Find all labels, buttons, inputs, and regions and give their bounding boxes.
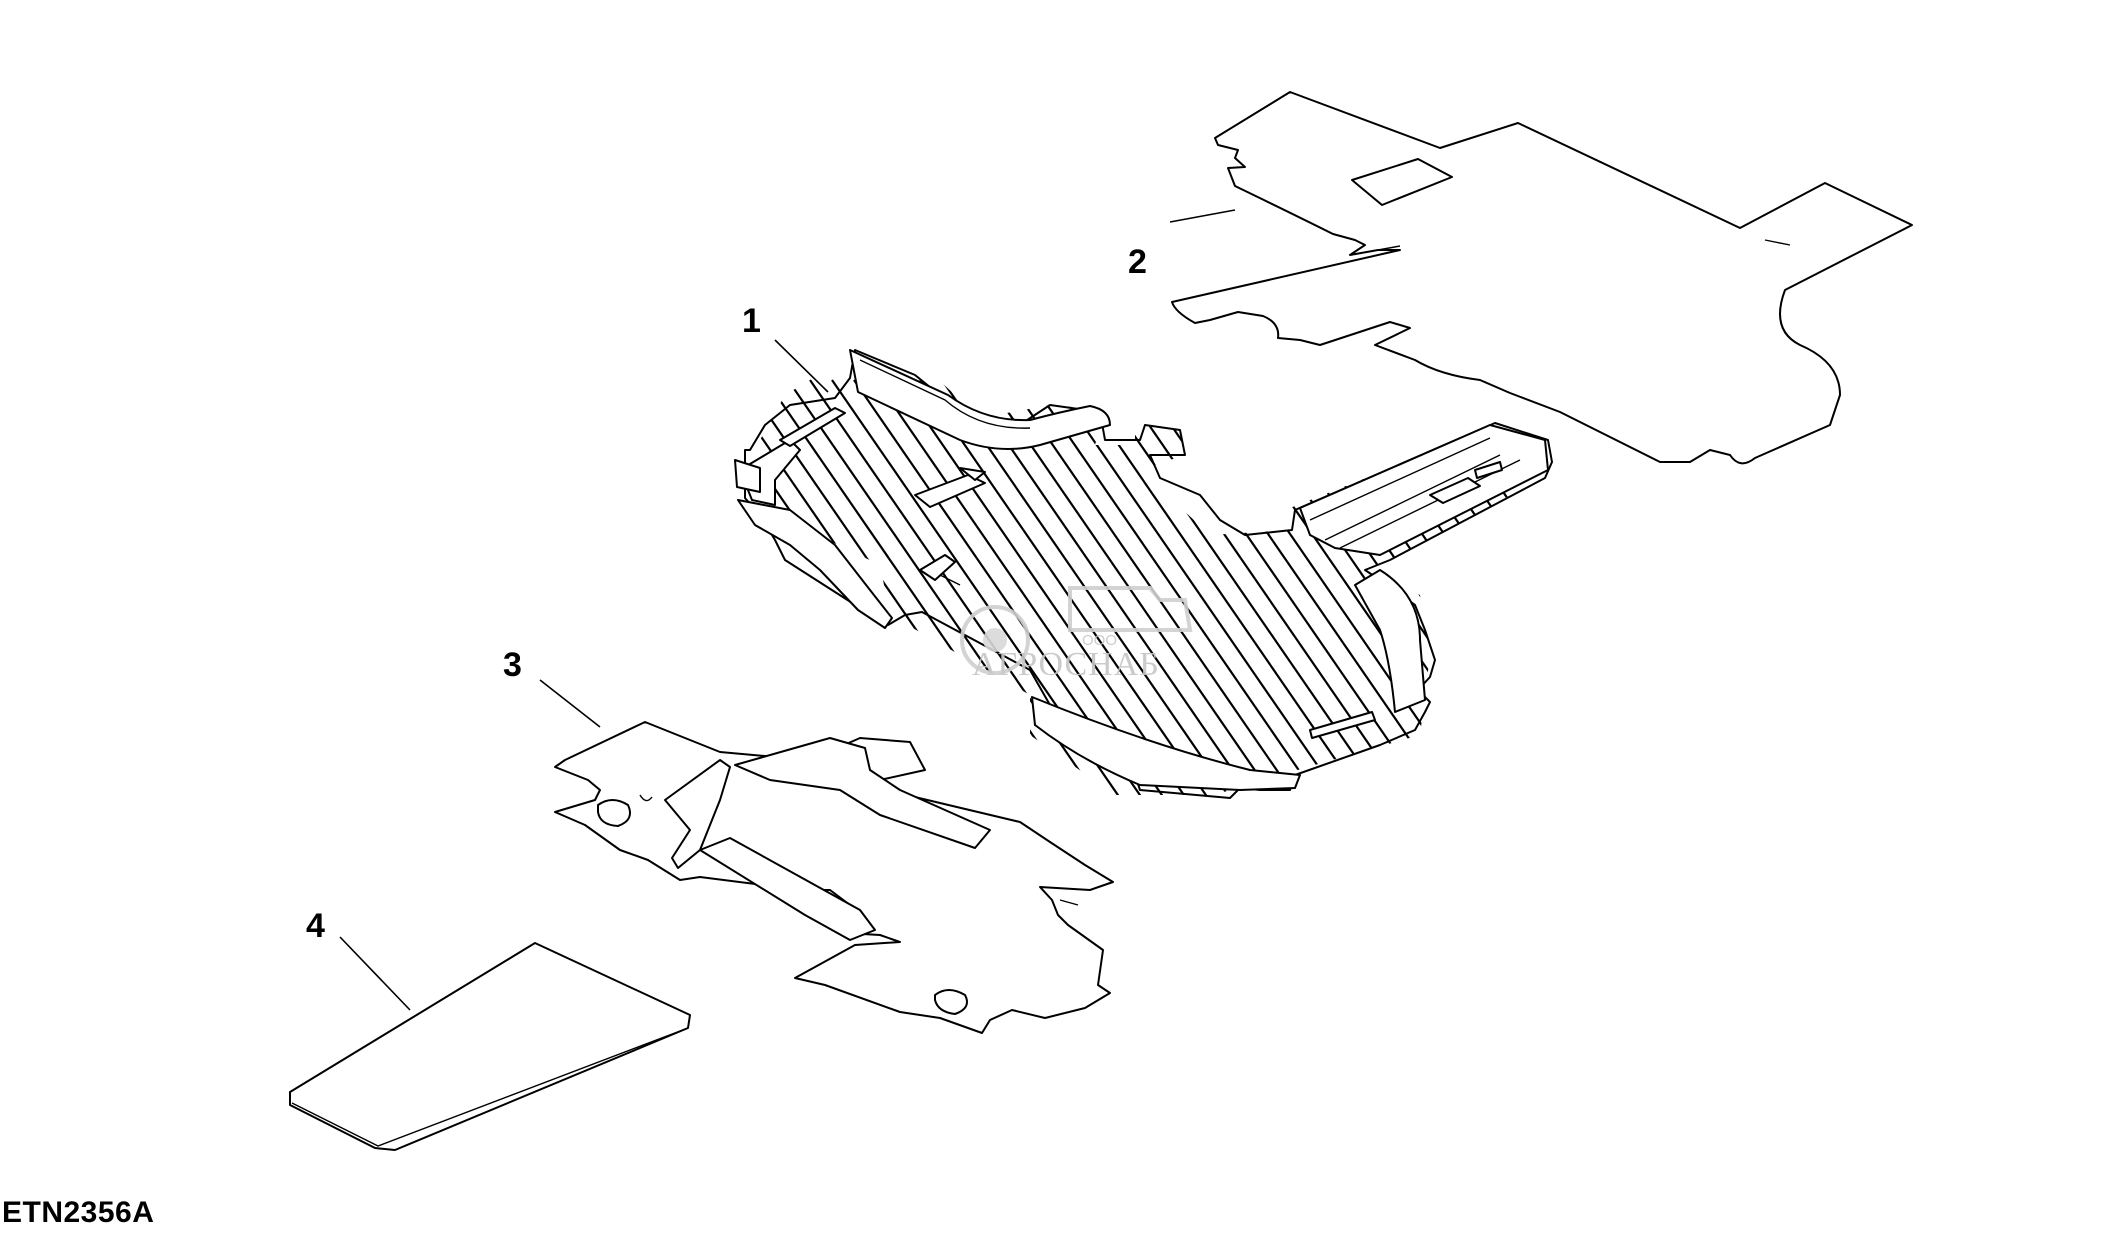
- gear-icon: [960, 605, 1030, 675]
- leader-3: [539, 679, 601, 728]
- part-4-flat-pad: [289, 942, 691, 1151]
- watermark-prefix: ООО: [1082, 632, 1117, 649]
- part-3-insulation-underlay: [554, 721, 1114, 1034]
- mat-rib: [1051, 379, 1363, 795]
- part-2-floor-mat-underlay: [1171, 91, 1913, 465]
- callout-3: 3: [503, 646, 522, 684]
- figure-id: ETN2356A: [2, 1196, 155, 1229]
- mat-rib: [941, 379, 1253, 795]
- leader-2: [1169, 209, 1236, 223]
- watermark-logo: ООО АГРОСНАБ: [960, 586, 1193, 683]
- callout-1: 1: [742, 302, 761, 340]
- callout-2: 2: [1128, 243, 1147, 281]
- watermark-text: АГРОСНАБ: [972, 646, 1160, 683]
- mat-rib: [1073, 379, 1385, 795]
- harvester-icon: [1068, 586, 1193, 632]
- leader-1: [774, 339, 829, 393]
- leader-lines: [339, 209, 1236, 1011]
- callout-4: 4: [306, 907, 325, 945]
- leader-4: [339, 936, 411, 1011]
- mat-rib: [1007, 379, 1319, 795]
- mat-rib: [809, 379, 1121, 795]
- mat-rib: [985, 379, 1297, 795]
- mat-rib: [963, 379, 1275, 795]
